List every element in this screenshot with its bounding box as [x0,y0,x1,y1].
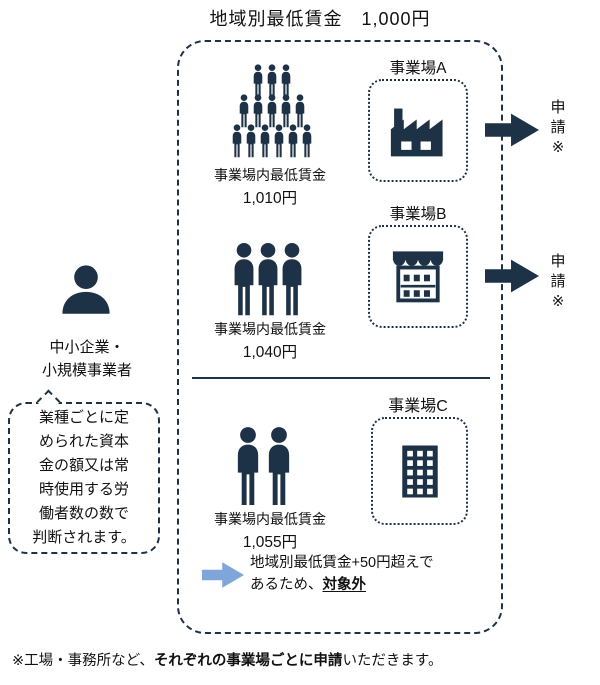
apply-label-a: 申 請 ※ [550,99,566,157]
person-icon [268,427,289,505]
person-icon [281,64,291,98]
wage-value-c: 1,055円 [242,533,298,551]
store-icon [390,249,446,303]
blue-arrow-right-icon [202,562,244,588]
person-icon [260,124,270,158]
site-label-b: 事業場B [389,206,447,223]
footnote-prefix: ※工場・事務所など、 [12,653,154,669]
site-label-a: 事業場A [389,60,447,77]
two-workers-icon [232,426,294,507]
person-icon [267,64,277,98]
apply-label-b: 申 請 ※ [550,253,566,311]
excluded-note-line1: 地域別最低賃金+50円超えで [250,555,434,571]
excluded-note-bold: 対象外 [322,576,367,593]
excluded-note-line2-prefix: あるため、 [250,576,323,593]
person-icon [302,124,312,158]
arrow-right-icon-b [485,259,539,293]
wage-label-a: 事業場内最低賃金 [214,167,326,183]
person-icon [295,94,305,128]
three-workers-icon [232,242,304,317]
person-icon [267,94,277,128]
office-building-icon [401,445,438,497]
crowd-row [207,124,337,158]
page-title: 地域別最低賃金 1,000円 [209,9,431,29]
actor-label: 中小企業・ 小規模事業者 [41,339,132,379]
factory-icon [390,108,443,157]
wage-label-b: 事業場内最低賃金 [214,321,326,337]
main-dashed-box [177,40,503,634]
wage-block-c: 事業場内最低賃金 1,055円 [185,510,355,553]
dotted-box-a [368,79,468,182]
wage-value-a: 1,010円 [242,189,298,207]
excluded-note-line2: あるため、対象外 [250,575,495,597]
speech-bubble-text: 業種ごとに定 められた資本 金の額又は常 時使用する労 働者数の数で 判断されま… [32,409,136,546]
person-icon [274,124,284,158]
speech-bubble: 業種ごとに定 められた資本 金の額又は常 時使用する労 働者数の数で 判断されま… [8,402,160,554]
wage-block-a: 事業場内最低賃金 1,010円 [185,166,355,209]
person-icon [253,64,263,98]
excluded-note: 地域別最低賃金+50円超えで あるため、対象外 [250,553,495,597]
person-icon [234,242,254,316]
person-icon [288,124,298,158]
person-icon [258,242,278,316]
wage-block-b: 事業場内最低賃金 1,040円 [185,320,355,363]
person-icon [282,242,302,316]
person-icon [239,94,249,128]
person-icon [232,124,242,158]
arrow-right-icon-a [485,113,539,147]
dotted-box-b [368,225,468,328]
footnote-bold: それぞれの事業場ごとに申請 [153,653,343,669]
person-icon [246,124,256,158]
site-label-c: 事業場C [388,398,448,415]
footnote-suffix: いただきます。 [342,653,443,669]
dotted-box-c [371,417,468,525]
crowd-row [207,64,337,98]
person-icon [253,94,263,128]
footnote: ※工場・事務所など、それぞれの事業場ごとに申請いただきます。 [12,649,443,670]
business-owner-icon [62,265,110,314]
workers-crowd-icon [207,64,337,158]
section-divider [192,377,490,379]
person-icon [281,94,291,128]
wage-label-c: 事業場内最低賃金 [214,511,326,527]
wage-value-b: 1,040円 [242,343,298,361]
person-icon [237,427,258,505]
crowd-row [207,94,337,128]
